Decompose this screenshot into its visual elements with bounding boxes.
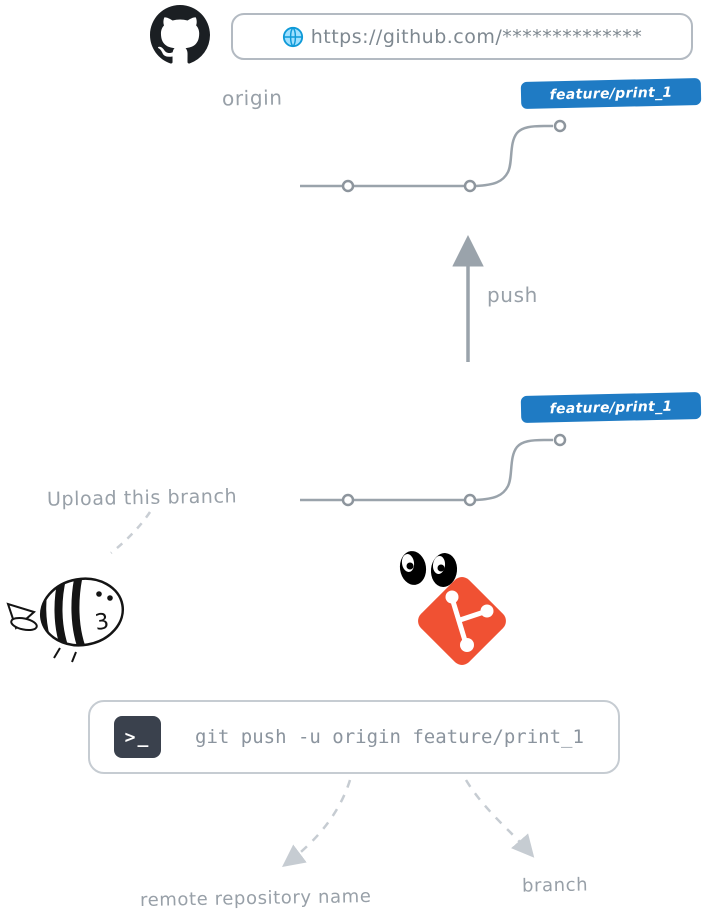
dashed-arrow-right bbox=[464, 779, 535, 858]
url-text: https://github.com/************** bbox=[310, 25, 643, 48]
command-box: >_ git push -u origin feature/print_1 bbox=[88, 700, 620, 774]
dashed-arrow-left bbox=[282, 779, 352, 868]
bee-eye bbox=[96, 591, 102, 597]
local-branch-badge: feature/print_1 bbox=[520, 391, 702, 424]
bee-mouth: 3 bbox=[93, 609, 110, 636]
octocat-icon bbox=[150, 5, 210, 64]
github-logo bbox=[150, 5, 210, 65]
origin-label: origin bbox=[221, 85, 283, 111]
commit-dot bbox=[463, 179, 477, 193]
commit-dot bbox=[341, 179, 355, 193]
bee-eye bbox=[107, 595, 113, 601]
push-label: push bbox=[487, 283, 538, 307]
git-command: git push -u origin feature/print_1 bbox=[195, 726, 584, 748]
bee-mascot: 3 bbox=[6, 572, 125, 663]
branch-tip-dot bbox=[553, 119, 567, 133]
globe-icon bbox=[282, 26, 304, 48]
branch-annotation: branch bbox=[521, 874, 589, 897]
upload-connector bbox=[110, 511, 152, 554]
commit-graph-local bbox=[300, 433, 567, 507]
googly-eyes-icon bbox=[399, 551, 458, 587]
bee-wing-icon bbox=[10, 616, 38, 632]
bee-legs bbox=[53, 647, 77, 663]
commit-graph-remote bbox=[300, 119, 567, 193]
commit-dot bbox=[463, 493, 477, 507]
upload-note: Upload this branch bbox=[46, 485, 238, 511]
branch-tip-dot bbox=[553, 433, 567, 447]
git-logo bbox=[399, 551, 506, 665]
terminal-prompt-glyph: >_ bbox=[124, 726, 151, 748]
git-branch-glyph bbox=[445, 590, 494, 652]
remote-branch-badge: feature/print_1 bbox=[520, 77, 702, 110]
commit-dot bbox=[341, 493, 355, 507]
url-bar: https://github.com/************** bbox=[231, 13, 693, 60]
terminal-icon: >_ bbox=[114, 716, 161, 758]
remote-name-annotation: remote repository name bbox=[139, 885, 372, 912]
